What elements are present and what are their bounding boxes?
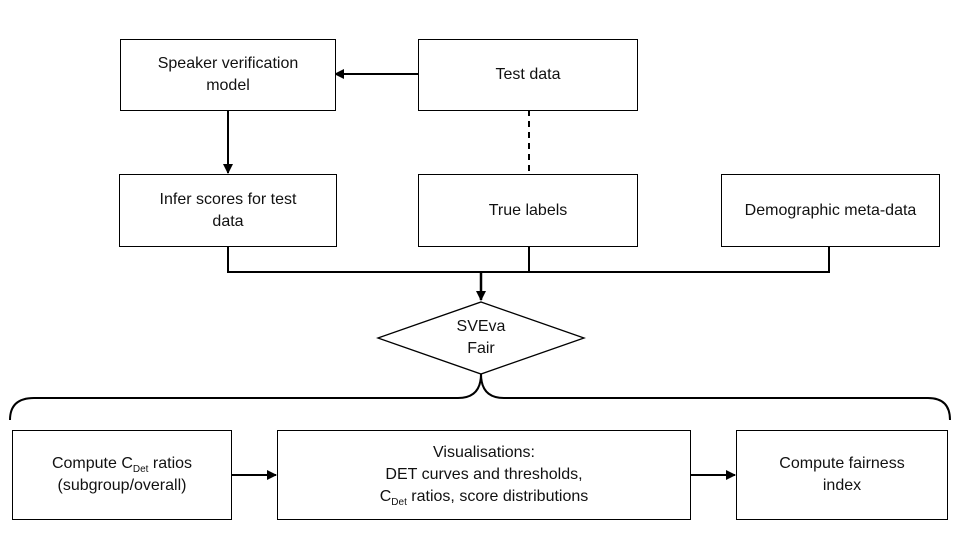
model-label-line2: model [206, 77, 250, 94]
test-data-label: Test data [495, 66, 561, 83]
visualisations-box: Visualisations: DET curves and threshold… [277, 430, 691, 520]
sveva-fair-label: SVEva Fair [421, 314, 541, 362]
speaker-verification-model-box: Speaker verification model [120, 39, 336, 111]
true-labels-box: True labels [418, 174, 638, 247]
true-labels-label: True labels [488, 201, 568, 219]
sveva-label-line2: Fair [467, 340, 495, 357]
cdet-label-line1: Compute CDet ratios [51, 455, 193, 475]
model-label-line1: Speaker verification [157, 55, 299, 72]
fairness-label-line2: index [822, 477, 862, 494]
demographic-label: Demographic meta-data [744, 201, 917, 219]
infer-label-line1: Infer scores for test [159, 190, 297, 208]
compute-fairness-index-box: Compute fairness index [736, 430, 948, 520]
sveva-label-line1: SVEva [456, 318, 506, 335]
cdet-label-line2: (subgroup/overall) [57, 477, 187, 494]
vis-label-line1: Visualisations: [433, 444, 535, 461]
vis-label-line3: CDet ratios, score distributions [379, 488, 589, 508]
infer-scores-box: Infer scores for test data [119, 174, 337, 247]
demographic-metadata-box: Demographic meta-data [721, 174, 940, 247]
infer-label-line2: data [212, 212, 244, 230]
compute-cdet-box: Compute CDet ratios (subgroup/overall) [12, 430, 232, 520]
fairness-label-line1: Compute fairness [779, 455, 905, 472]
vis-label-line2: DET curves and thresholds, [385, 466, 583, 483]
test-data-box: Test data [418, 39, 638, 111]
output-brace [9, 373, 951, 421]
